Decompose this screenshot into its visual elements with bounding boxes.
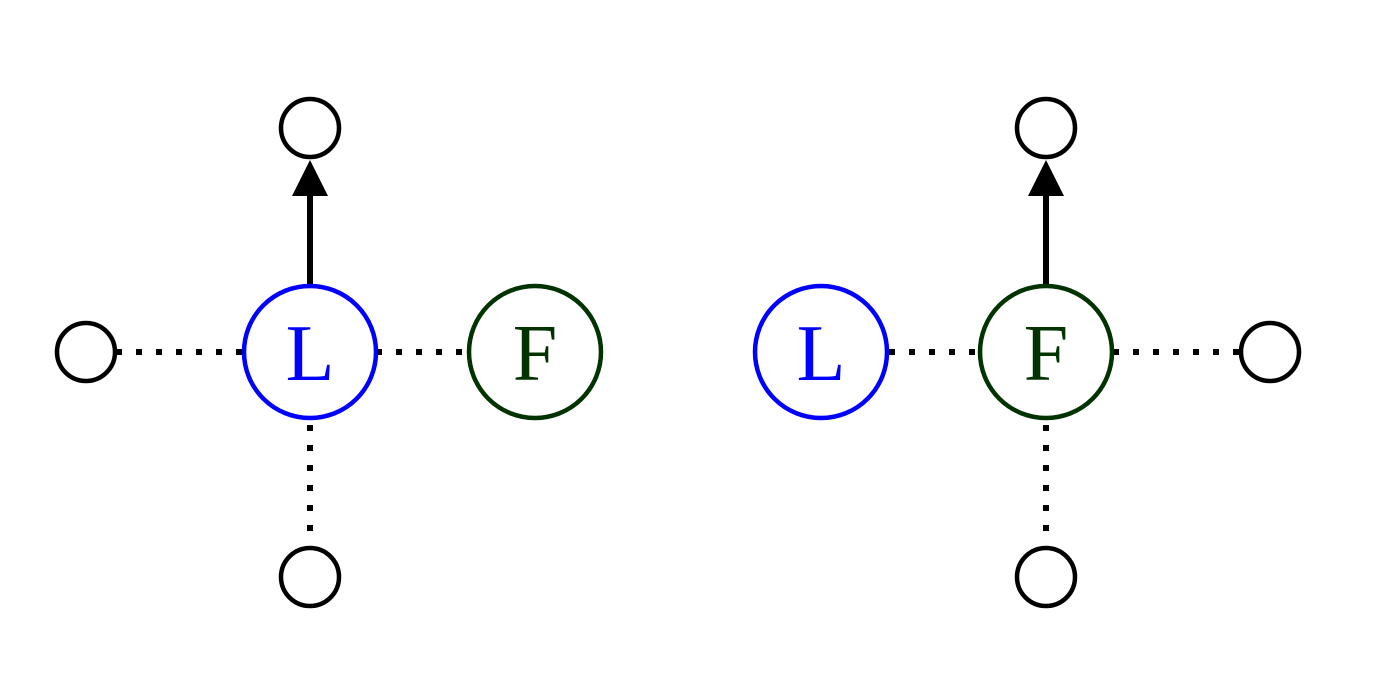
- follower-node: [977, 283, 1115, 421]
- leader-node: [241, 283, 379, 421]
- leader-node-label: L: [286, 310, 335, 398]
- neighbor-node-bottom: [278, 545, 342, 609]
- arrowhead-follower-up: [1028, 160, 1064, 196]
- follower-node-label: F: [513, 310, 558, 398]
- leader-node: [752, 283, 890, 421]
- neighbor-node-left: [54, 320, 118, 384]
- arrowhead-leader-up: [292, 160, 328, 196]
- neighbor-node-bottom: [1014, 545, 1078, 609]
- follower-node: [466, 283, 604, 421]
- neighbor-node-top: [278, 96, 342, 160]
- panel-right: L F: [752, 96, 1302, 609]
- panel-left: L F: [54, 96, 604, 609]
- follower-node-label: F: [1024, 310, 1069, 398]
- leader-node-label: L: [797, 310, 846, 398]
- neighbor-node-top: [1014, 96, 1078, 160]
- neighbor-node-right: [1238, 320, 1302, 384]
